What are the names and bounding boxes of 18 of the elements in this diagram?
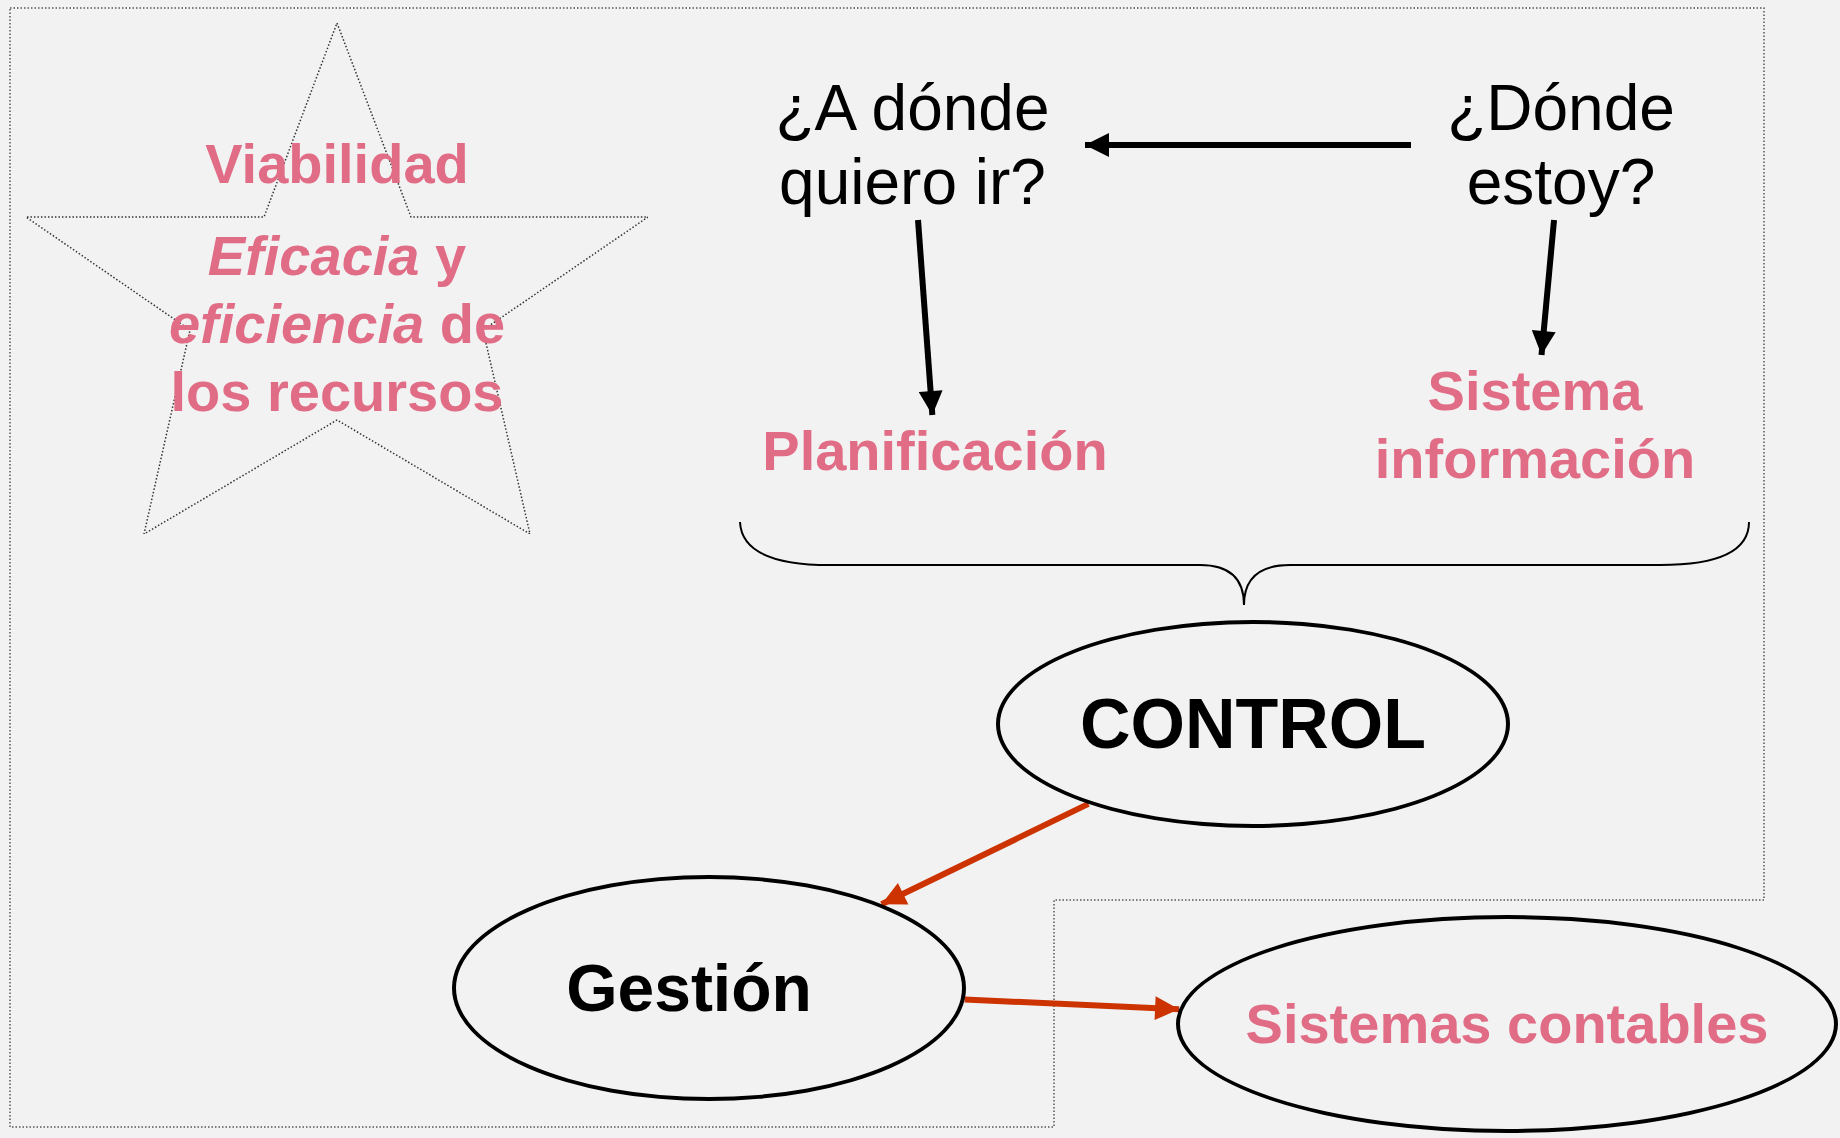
arrow [915, 219, 943, 416]
star-heading: Viabilidad [205, 132, 469, 196]
star-shape [26, 20, 648, 534]
ellipse-node [452, 875, 966, 1101]
arrow [1085, 133, 1411, 157]
concept-text: Planificación [735, 415, 1135, 487]
concept-text: Sistema información [1340, 355, 1730, 495]
arrow [964, 996, 1180, 1021]
question-text: ¿A dónde quiero ir? [740, 70, 1085, 220]
question-text: ¿Dónde estoy? [1411, 70, 1711, 220]
node-label: CONTROL [1079, 683, 1427, 765]
ellipse-node [1176, 915, 1838, 1133]
star-text: Eficacia y eficiencia de los recursos [167, 223, 507, 425]
node-label: Gestión [566, 949, 813, 1027]
arrow [1531, 219, 1558, 356]
ellipse-node [996, 620, 1510, 828]
arrow [880, 801, 1090, 907]
node-label: Sistemas contables [1245, 991, 1769, 1057]
